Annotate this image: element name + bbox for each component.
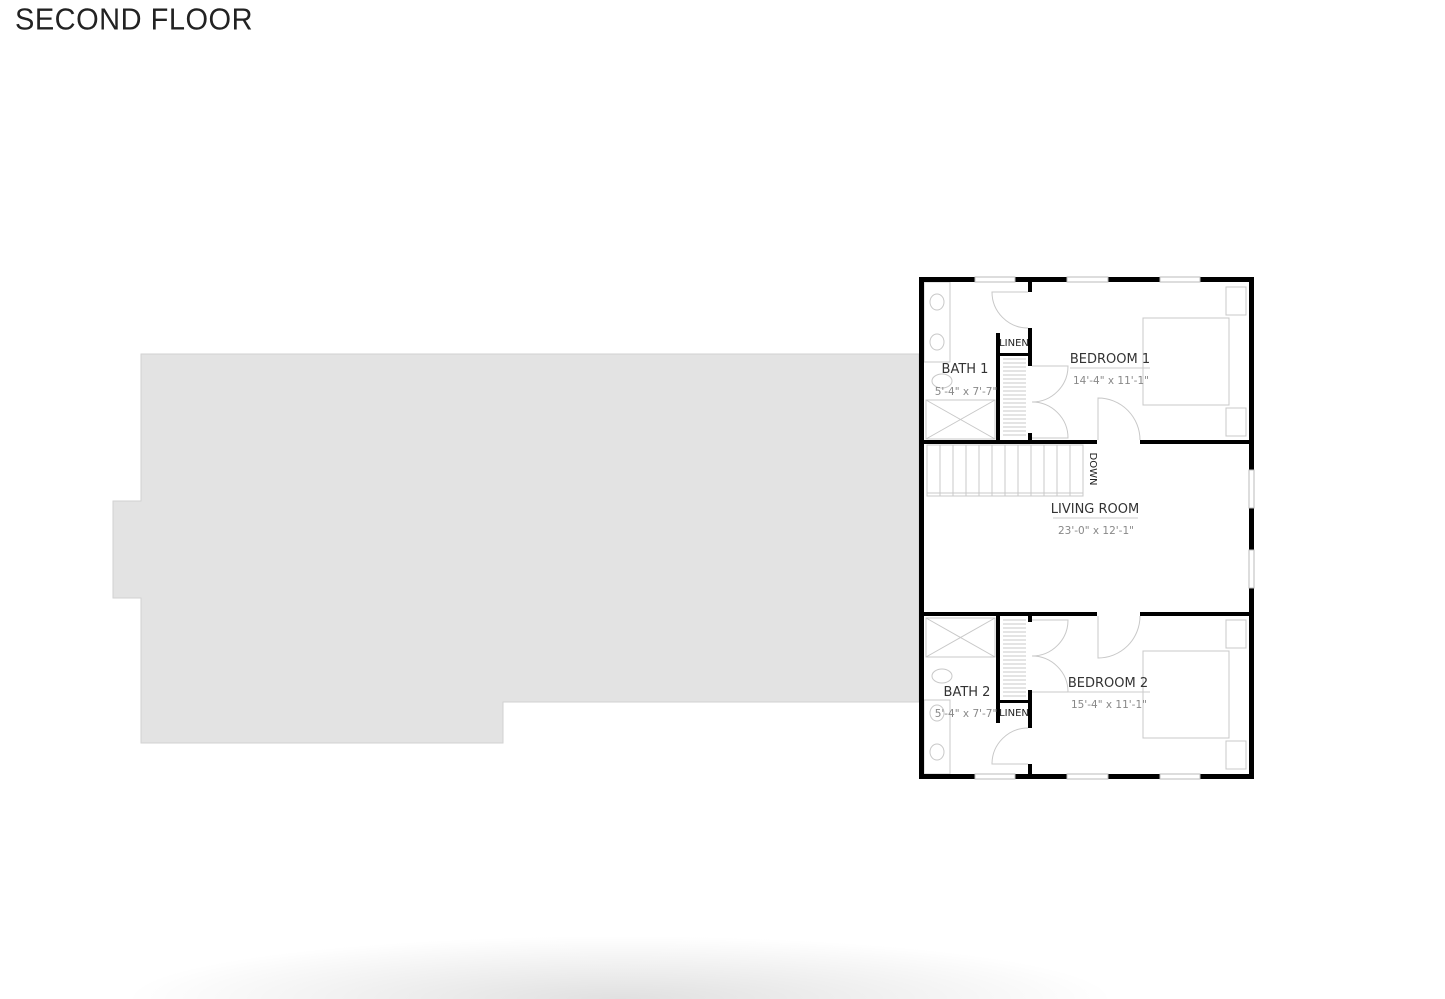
room-name: LIVING ROOM bbox=[1051, 502, 1139, 517]
linen-label-2: LINEN bbox=[999, 708, 1029, 719]
room-dims: 5'-4" x 7'-7" bbox=[935, 386, 998, 398]
room-dims: 5'-4" x 7'-7" bbox=[935, 708, 998, 720]
lower-floor-footprint bbox=[112, 353, 920, 744]
stair-treads bbox=[939, 445, 1071, 496]
stairs-down-label: DOWN bbox=[1087, 453, 1098, 486]
room-name: BATH 2 bbox=[944, 685, 991, 700]
room-bedroom-1: BEDROOM 1 14'-4" x 11'-1" bbox=[1070, 352, 1150, 387]
room-living-room: LIVING ROOM 23'-0" x 12'-1" bbox=[1051, 502, 1139, 537]
room-dims: 15'-4" x 11'-1" bbox=[1071, 699, 1147, 711]
walls bbox=[919, 277, 1254, 779]
room-bedroom-2: BEDROOM 2 15'-4" x 11'-1" bbox=[1068, 676, 1150, 711]
room-name: BEDROOM 1 bbox=[1070, 352, 1150, 367]
room-name: BEDROOM 2 bbox=[1068, 676, 1148, 691]
plan-title: SECOND FLOOR bbox=[15, 3, 254, 37]
windows bbox=[974, 276, 1255, 780]
room-bath-2: BATH 2 5'-4" x 7'-7" bbox=[935, 685, 998, 720]
room-name: BATH 1 bbox=[942, 362, 989, 377]
closet-rods bbox=[1003, 358, 1026, 697]
linen-label-1: LINEN bbox=[999, 338, 1029, 349]
room-dims: 23'-0" x 12'-1" bbox=[1058, 525, 1134, 537]
room-bath-1: BATH 1 5'-4" x 7'-7" bbox=[935, 362, 998, 398]
room-dims: 14'-4" x 11'-1" bbox=[1073, 375, 1149, 387]
page-shadow bbox=[120, 935, 1120, 999]
